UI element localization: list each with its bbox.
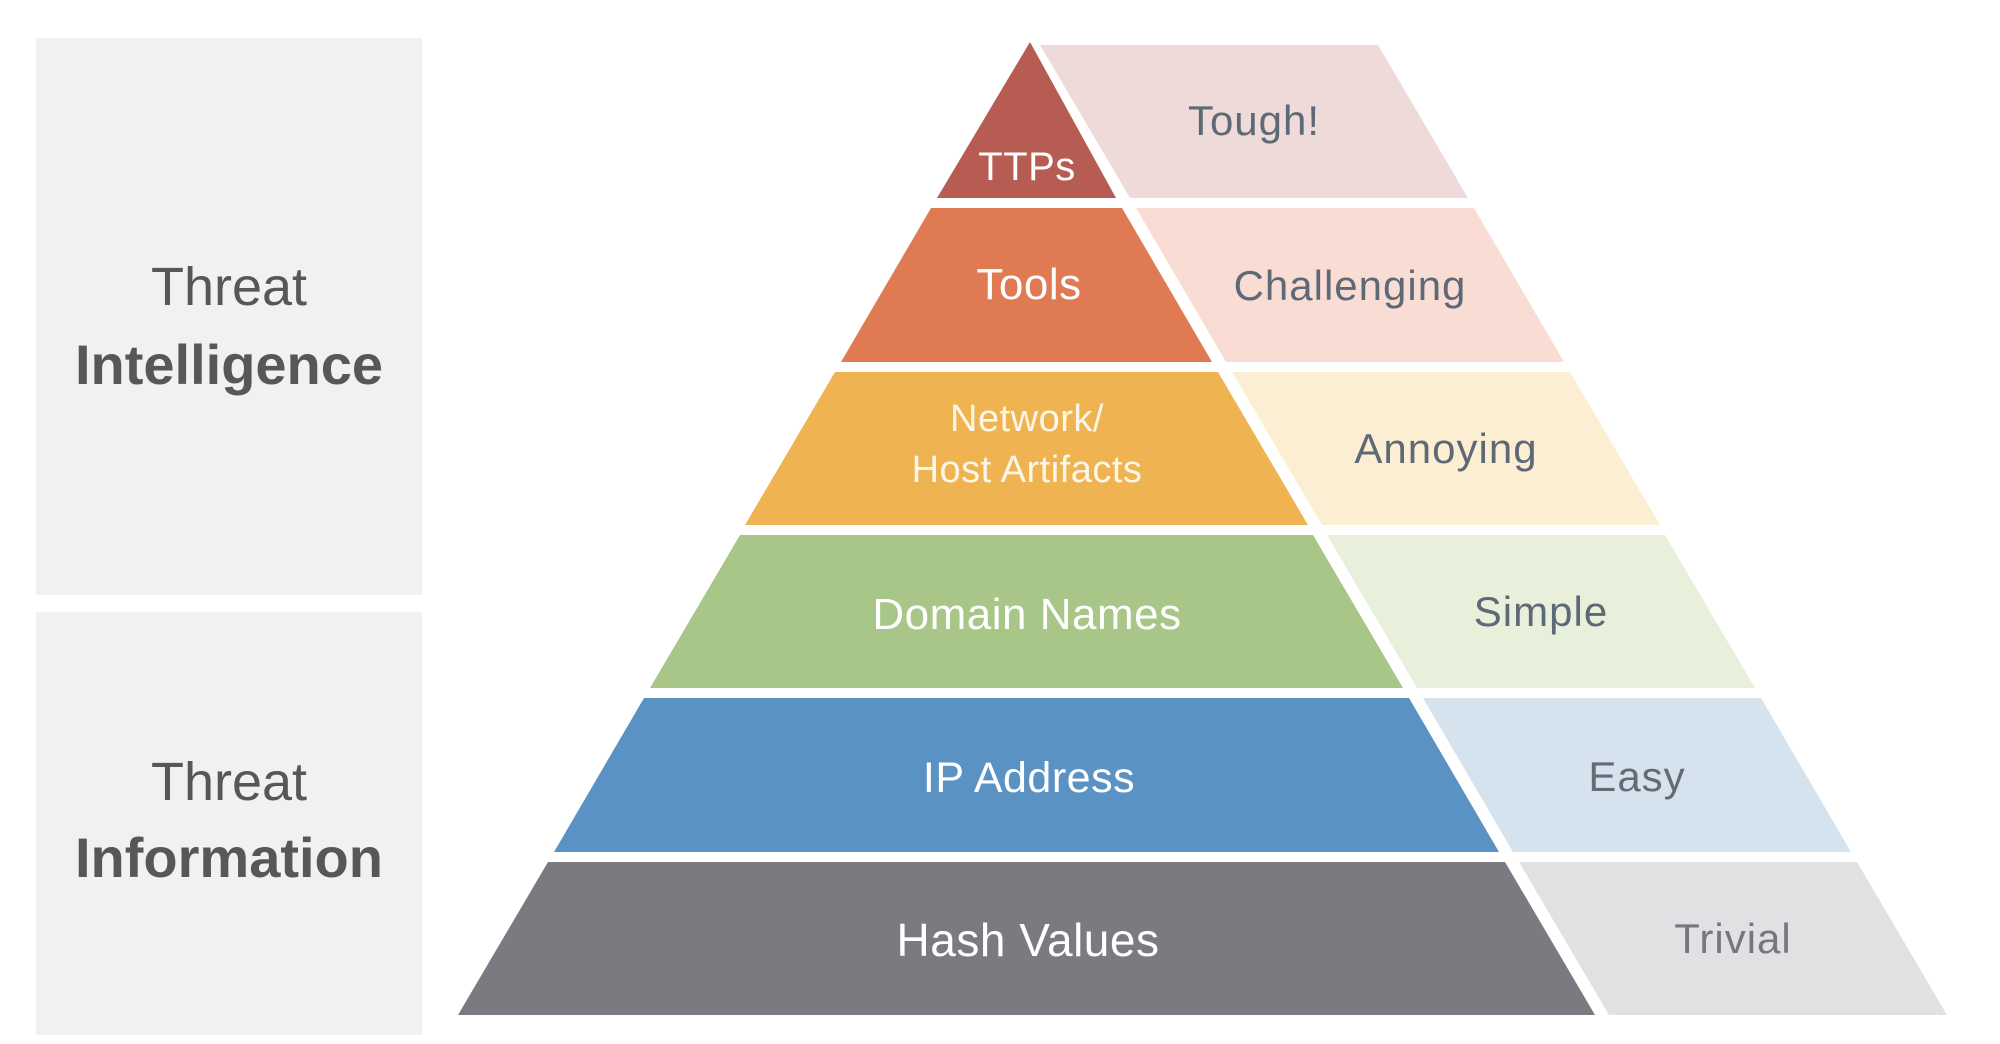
- level-tools-pastel-shape: [1136, 208, 1564, 362]
- level-ip-address-solid-shape: [554, 698, 1499, 852]
- level-domain-names-label: Domain Names: [872, 590, 1181, 639]
- level-ttps-solid-shape: [937, 42, 1116, 198]
- level-tools-difficulty-label: Challenging: [1234, 262, 1467, 309]
- level-tools-label: Tools: [976, 260, 1081, 309]
- panel-threat-intelligence: Threat Intelligence: [36, 38, 422, 595]
- level-network-host-artifacts: Network/ Host Artifacts Annoying: [745, 372, 1660, 525]
- level-network-host-artifacts-solid-shape: [745, 372, 1308, 525]
- level-hash-values-label: Hash Values: [897, 914, 1160, 966]
- level-ttps: TTPs Tough!: [937, 42, 1468, 198]
- level-ip-address-difficulty-label: Easy: [1588, 753, 1685, 800]
- level-ttps-difficulty-label: Tough!: [1188, 97, 1320, 144]
- level-domain-names-pastel-shape: [1327, 535, 1755, 688]
- level-network-host-artifacts-label-line1: Network/: [950, 398, 1104, 440]
- level-hash-values: Hash Values Trivial: [458, 862, 1947, 1015]
- level-tools-solid-shape: [841, 208, 1212, 362]
- panel-threat-information: Threat Information: [36, 612, 422, 1035]
- panel-threat-information-line1: Threat: [151, 752, 307, 812]
- level-ip-address-label: IP Address: [923, 754, 1135, 802]
- level-ip-address-pastel-shape: [1423, 698, 1851, 852]
- level-hash-values-solid-shape: [458, 862, 1595, 1015]
- panel-threat-information-line2: Information: [75, 826, 383, 889]
- level-hash-values-difficulty-label: Trivial: [1674, 915, 1791, 962]
- level-hash-values-pastel-shape: [1519, 862, 1947, 1015]
- panel-threat-information-box: [36, 612, 422, 1035]
- level-network-host-artifacts-pastel-shape: [1232, 372, 1660, 525]
- level-domain-names-solid-shape: [650, 535, 1403, 688]
- level-tools: Tools Challenging: [841, 208, 1564, 362]
- level-domain-names-difficulty-label: Simple: [1474, 588, 1608, 635]
- panel-threat-intelligence-box: [36, 38, 422, 595]
- level-network-host-artifacts-difficulty-label: Annoying: [1354, 425, 1537, 472]
- level-ip-address: IP Address Easy: [554, 698, 1851, 852]
- level-domain-names: Domain Names Simple: [650, 535, 1755, 688]
- level-ttps-pastel-shape: [1040, 45, 1468, 198]
- level-ttps-label: TTPs: [978, 145, 1076, 189]
- panel-threat-intelligence-line1: Threat: [151, 257, 307, 317]
- level-network-host-artifacts-label-line2: Host Artifacts: [912, 449, 1143, 491]
- panel-threat-intelligence-line2: Intelligence: [75, 333, 383, 396]
